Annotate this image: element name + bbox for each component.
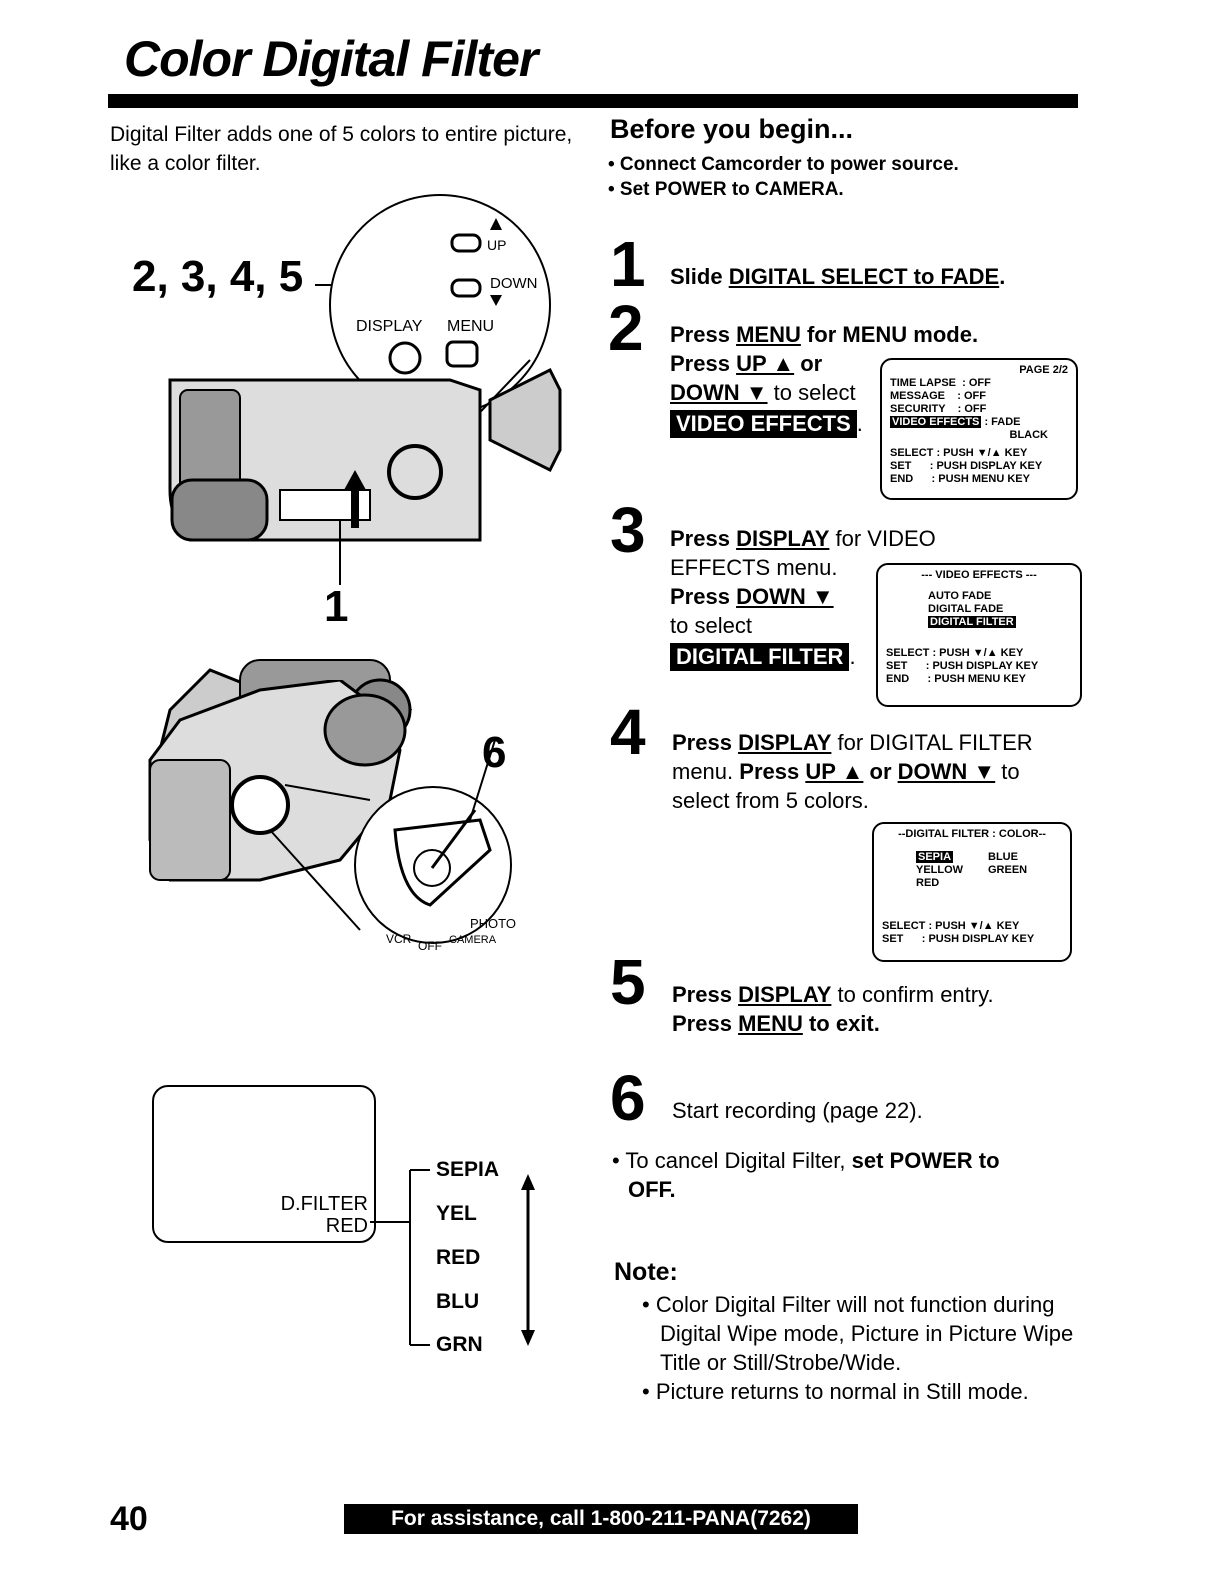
- step-6-number: 6: [610, 1062, 646, 1134]
- video-effects-highlight: VIDEO EFFECTS: [670, 410, 857, 438]
- page-title: Color Digital Filter: [124, 31, 538, 87]
- step-2-text: Press MENU for MENU mode. Press UP ▲ or …: [670, 322, 979, 438]
- step-1-number: 1: [610, 228, 646, 300]
- osd-video-effects: --- VIDEO EFFECTS --- AUTO FADE DIGITAL …: [876, 563, 1082, 707]
- down-label: DOWN: [490, 275, 538, 292]
- list-item: • Connect Camcorder to power source.: [608, 154, 959, 175]
- intro-text: Digital Filter adds one of 5 colors to e…: [110, 123, 573, 175]
- digital-select-link: DIGITAL SELECT to FADE: [728, 264, 1000, 289]
- filter-option-red: RED: [436, 1246, 481, 1269]
- dial-vcr-label: VCR: [386, 932, 412, 946]
- callout-step-6: 6: [482, 728, 507, 777]
- menu-label: MENU: [447, 318, 495, 335]
- list-item: • Picture returns to normal in Still mod…: [642, 1379, 1029, 1404]
- camcorder-side-illustration: [148, 680, 512, 944]
- assistance-banner: For assistance, call 1-800-211-PANA(7262…: [344, 1504, 858, 1534]
- step-6-text: Start recording (page 22).: [672, 1098, 923, 1123]
- step-3-text: Press DISPLAY for VIDEO EFFECTS menu. Pr…: [670, 526, 936, 671]
- filter-cycle-diagram: [370, 1169, 535, 1346]
- filter-option-yel: YEL: [436, 1202, 477, 1225]
- cancel-instruction: • To cancel Digital Filter, set POWER to…: [612, 1148, 1000, 1202]
- before-you-begin-list: • Connect Camcorder to power source. • S…: [608, 152, 959, 202]
- osd-menu-page2: PAGE 2/2 TIME LAPSE : OFF MESSAGE : OFF …: [880, 358, 1078, 500]
- filter-option-blu: BLU: [436, 1290, 480, 1313]
- display-label: DISPLAY: [356, 318, 423, 335]
- note-heading: Note:: [614, 1258, 678, 1286]
- step-4-text: Press DISPLAY for DIGITAL FILTER menu. P…: [672, 730, 1033, 813]
- step-4-number: 4: [610, 696, 646, 768]
- before-you-begin-heading: Before you begin...: [610, 114, 854, 144]
- list-item: • Set POWER to CAMERA.: [608, 179, 844, 200]
- step-5-number: 5: [610, 946, 646, 1018]
- digital-filter-highlight: DIGITAL FILTER: [670, 643, 850, 671]
- list-item: • Color Digital Filter will not function…: [642, 1292, 1074, 1375]
- step-5-text: Press DISPLAY to confirm entry. Press ME…: [672, 982, 994, 1036]
- dial-photo-label: PHOTO: [470, 916, 516, 931]
- callout-step-1: 1: [324, 582, 349, 631]
- filter-option-sepia: SEPIA: [436, 1158, 500, 1181]
- title-rule: [108, 94, 1078, 108]
- screen-display: D.FILTER RED: [280, 1193, 368, 1237]
- note-list: • Color Digital Filter will not function…: [640, 1290, 1100, 1406]
- callout-steps-2345: 2, 3, 4, 5: [132, 252, 304, 301]
- step-1-text: Slide DIGITAL SELECT to FADE.: [670, 264, 1006, 289]
- dial-off-label: OFF: [418, 939, 442, 953]
- dial-camera-label: CAMERA: [449, 934, 497, 946]
- step-3-number: 3: [610, 494, 646, 566]
- viewfinder-screen: D.FILTER RED: [152, 1085, 376, 1243]
- filter-option-grn: GRN: [436, 1333, 483, 1356]
- up-label: UP: [487, 237, 507, 253]
- page-number: 40: [110, 1500, 148, 1538]
- step-2-number: 2: [608, 292, 644, 364]
